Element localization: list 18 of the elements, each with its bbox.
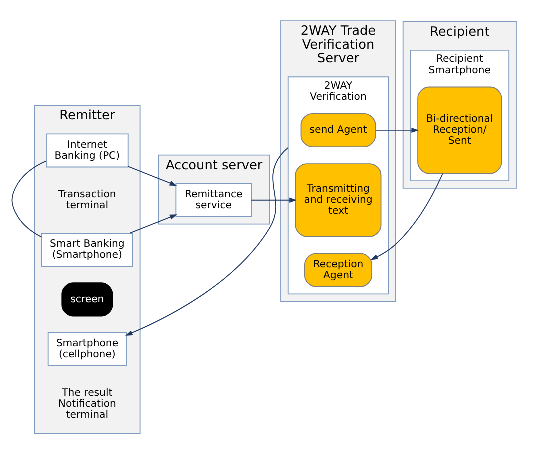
node-box: Reception Agent [304,252,373,287]
node-box: Transmitting and receiving text [295,163,382,237]
node-box: Internet Banking (PC) [46,133,129,168]
arrow [370,172,444,260]
node-box: Smartphone (cellphone) [48,332,127,366]
arrow [130,214,178,234]
node-box: Smart Banking (Smartphone) [41,232,134,267]
label: Transaction terminal [58,188,116,211]
node-box: send Agent [300,112,376,147]
arrow [375,127,420,133]
node-box: Remittance service [176,182,252,217]
arrow [251,197,297,202]
arrow [125,146,289,336]
node-box: screen [62,282,114,316]
connector [12,160,47,238]
arrow [128,166,178,186]
node-box: Bi-directional Reception/ Sent [418,86,502,174]
label: The result Notification terminal [58,388,116,421]
